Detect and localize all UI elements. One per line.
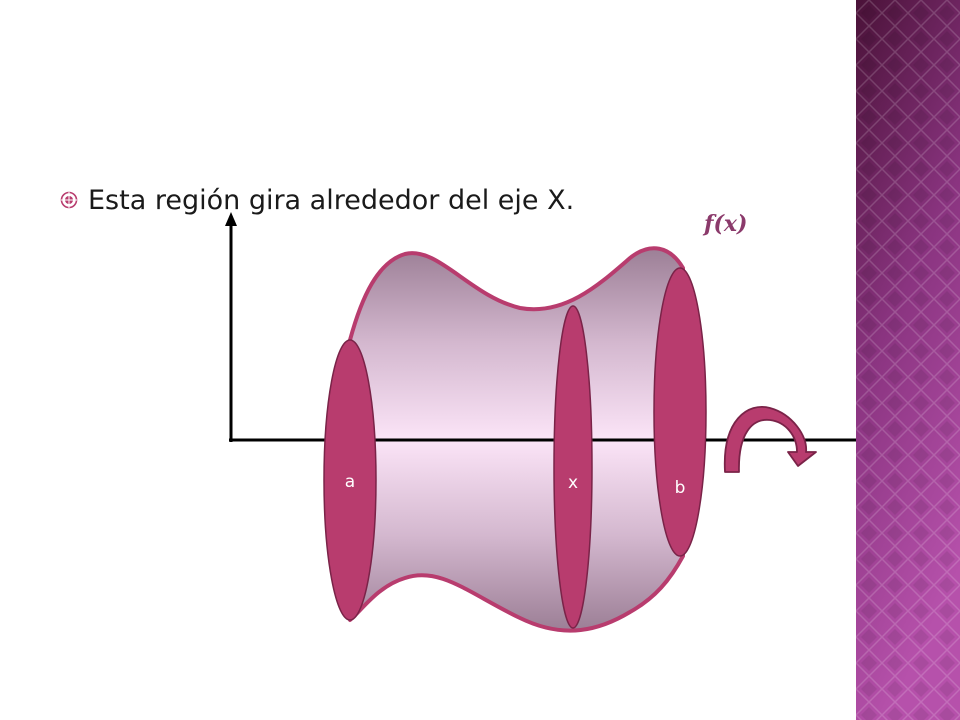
disk-a	[323, 339, 377, 621]
diamond-pattern	[856, 0, 960, 720]
bullet-text: Esta región gira alrededor del eje X.	[88, 184, 575, 216]
disk-b	[653, 267, 707, 557]
bullet-point: Esta región gira alrededor del eje X.	[60, 178, 574, 222]
disk-x	[553, 305, 593, 629]
disk-b-label: b	[675, 478, 686, 498]
curved-rotation-arrow-icon	[723, 406, 817, 473]
disk-x-label: x	[568, 473, 578, 493]
y-axis-arrowhead	[225, 212, 237, 226]
target-bullet-icon	[60, 191, 78, 209]
function-label: f(x)	[704, 211, 748, 237]
decorative-side-panel	[856, 0, 960, 720]
solid-of-revolution-diagram: a x b	[225, 212, 856, 633]
disk-a-label: a	[345, 472, 355, 492]
